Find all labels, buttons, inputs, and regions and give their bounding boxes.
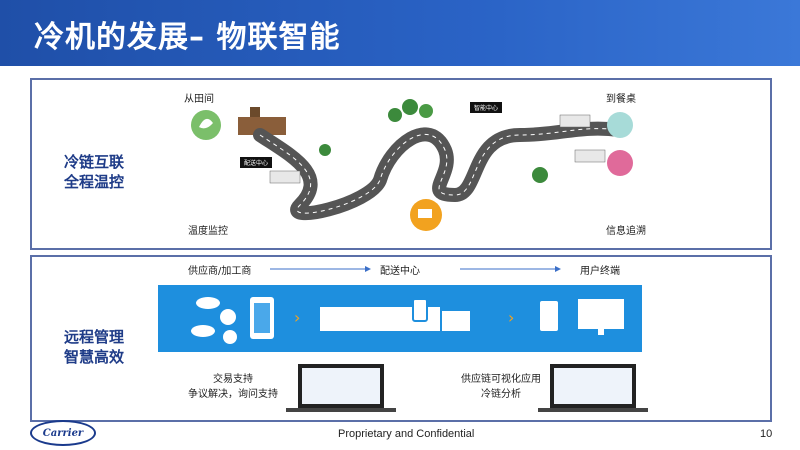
supply-chain-icons: › › [191,297,624,344]
panel1-label-line2: 全程温控 [64,173,125,191]
right-caption: 供应链可视化应用 冷链分析 [446,372,556,402]
confidential-note: Proprietary and Confidential [338,428,475,440]
panel2-label: 远程管理 智慧高效 [64,327,124,367]
restaurant-icon [607,112,633,138]
laptop-screen [554,368,632,404]
left-caption-line2: 争议解决，询问支持 [188,389,278,400]
right-caption-line2: 冷链分析 [481,389,521,400]
truck-icon [559,114,591,128]
slide-header: 冷机的发展– 物联智能 [0,0,800,66]
truck-cab-icon [442,311,470,331]
supermarket-icon [607,150,633,176]
factory-icon [238,117,286,135]
dist-center-tag: 配送中心 [240,157,273,168]
panel1-label: 冷链互联 全程温控 [64,152,124,192]
tree-icon [419,104,433,118]
arrow-head-icon [365,266,371,272]
tree-icon [319,144,331,156]
temp-monitor-label: 温度监控 [188,226,228,237]
smart-center-tag: 智能中心 [470,102,503,113]
flow-user: 用户终端 [580,266,620,277]
apple-icon [220,309,236,325]
panel2-label-line1: 远程管理 [64,328,125,346]
tree-icon [532,167,548,183]
left-caption: 交易支持 争议解决，询问支持 [178,372,288,402]
fish-icon [191,325,215,337]
carrier-logo: Carrier [30,420,96,446]
flow-supplier: 供应商/加工商 [188,266,252,277]
factory-chimney [250,107,260,123]
tree-icon [388,108,402,122]
laptop-base [286,408,396,412]
cold-chain-illustration [191,99,633,231]
left-caption-line1: 交易支持 [213,374,253,385]
phone-screen [254,303,270,333]
flow-arrows [270,266,561,272]
laptop-right-icon [538,364,648,412]
chevron-right-icon: › [508,308,514,327]
phone-icon [412,298,428,322]
tree-icon [402,99,418,115]
right-caption-line1: 供应链可视化应用 [461,374,541,385]
monitor-stand-icon [598,329,604,335]
poultry-icon [196,297,220,309]
truck-icon [269,170,301,184]
chevron-right-icon: › [294,308,300,327]
panel1-label-line1: 冷链互联 [64,153,125,171]
phone-icon [540,301,558,331]
page-number: 10 [760,428,773,440]
leaf-icon [199,118,213,129]
laptop-left-icon [286,364,396,412]
delivery-truck-icon [418,209,432,218]
trace-info-label: 信息追溯 [606,226,646,237]
monitor-icon [578,299,624,329]
road-center-line [259,128,621,214]
to-table-label: 到餐桌 [606,94,636,105]
strawberry-icon [223,330,237,344]
from-field-label: 从田间 [184,94,214,105]
cold-chain-panel [30,78,772,250]
slide-title: 冷机的发展– 物联智能 [34,20,341,55]
arrow-head-icon [555,266,561,272]
laptop-base [538,408,648,412]
panel2-label-line2: 智慧高效 [64,348,125,366]
laptop-screen [302,368,380,404]
supply-chain-bar: › › [158,285,642,352]
truck-icon [574,149,606,163]
flow-distribution: 配送中心 [380,266,420,277]
